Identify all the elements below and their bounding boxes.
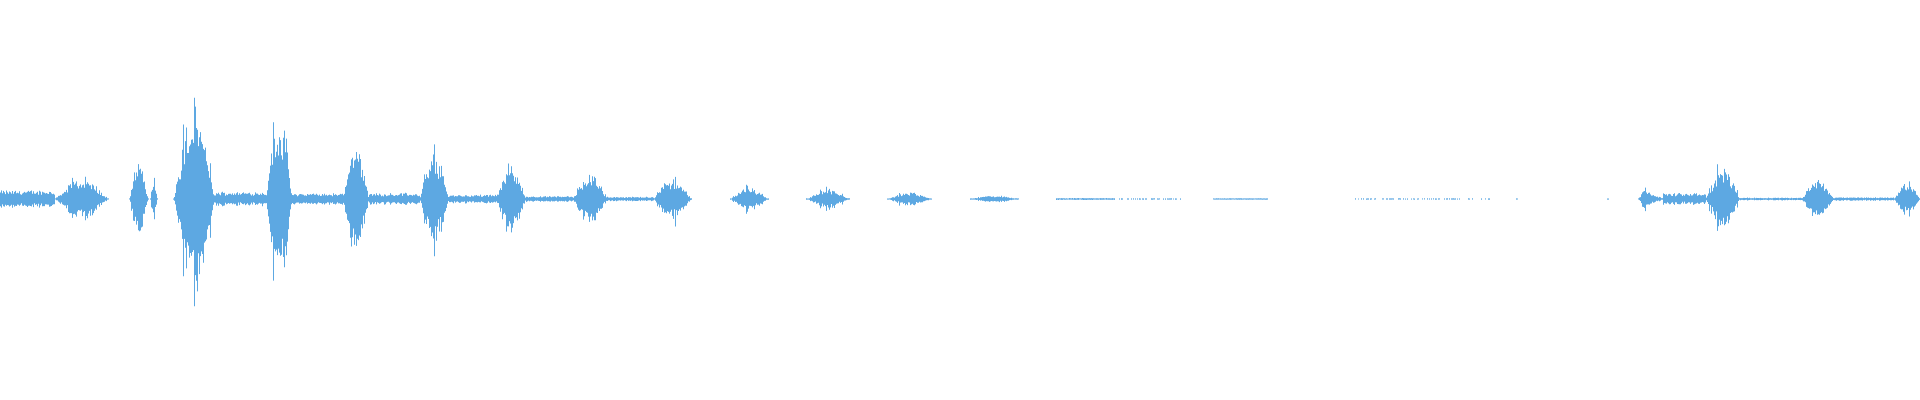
- waveform-bars: [0, 97, 1920, 307]
- waveform-path: [0, 97, 1920, 307]
